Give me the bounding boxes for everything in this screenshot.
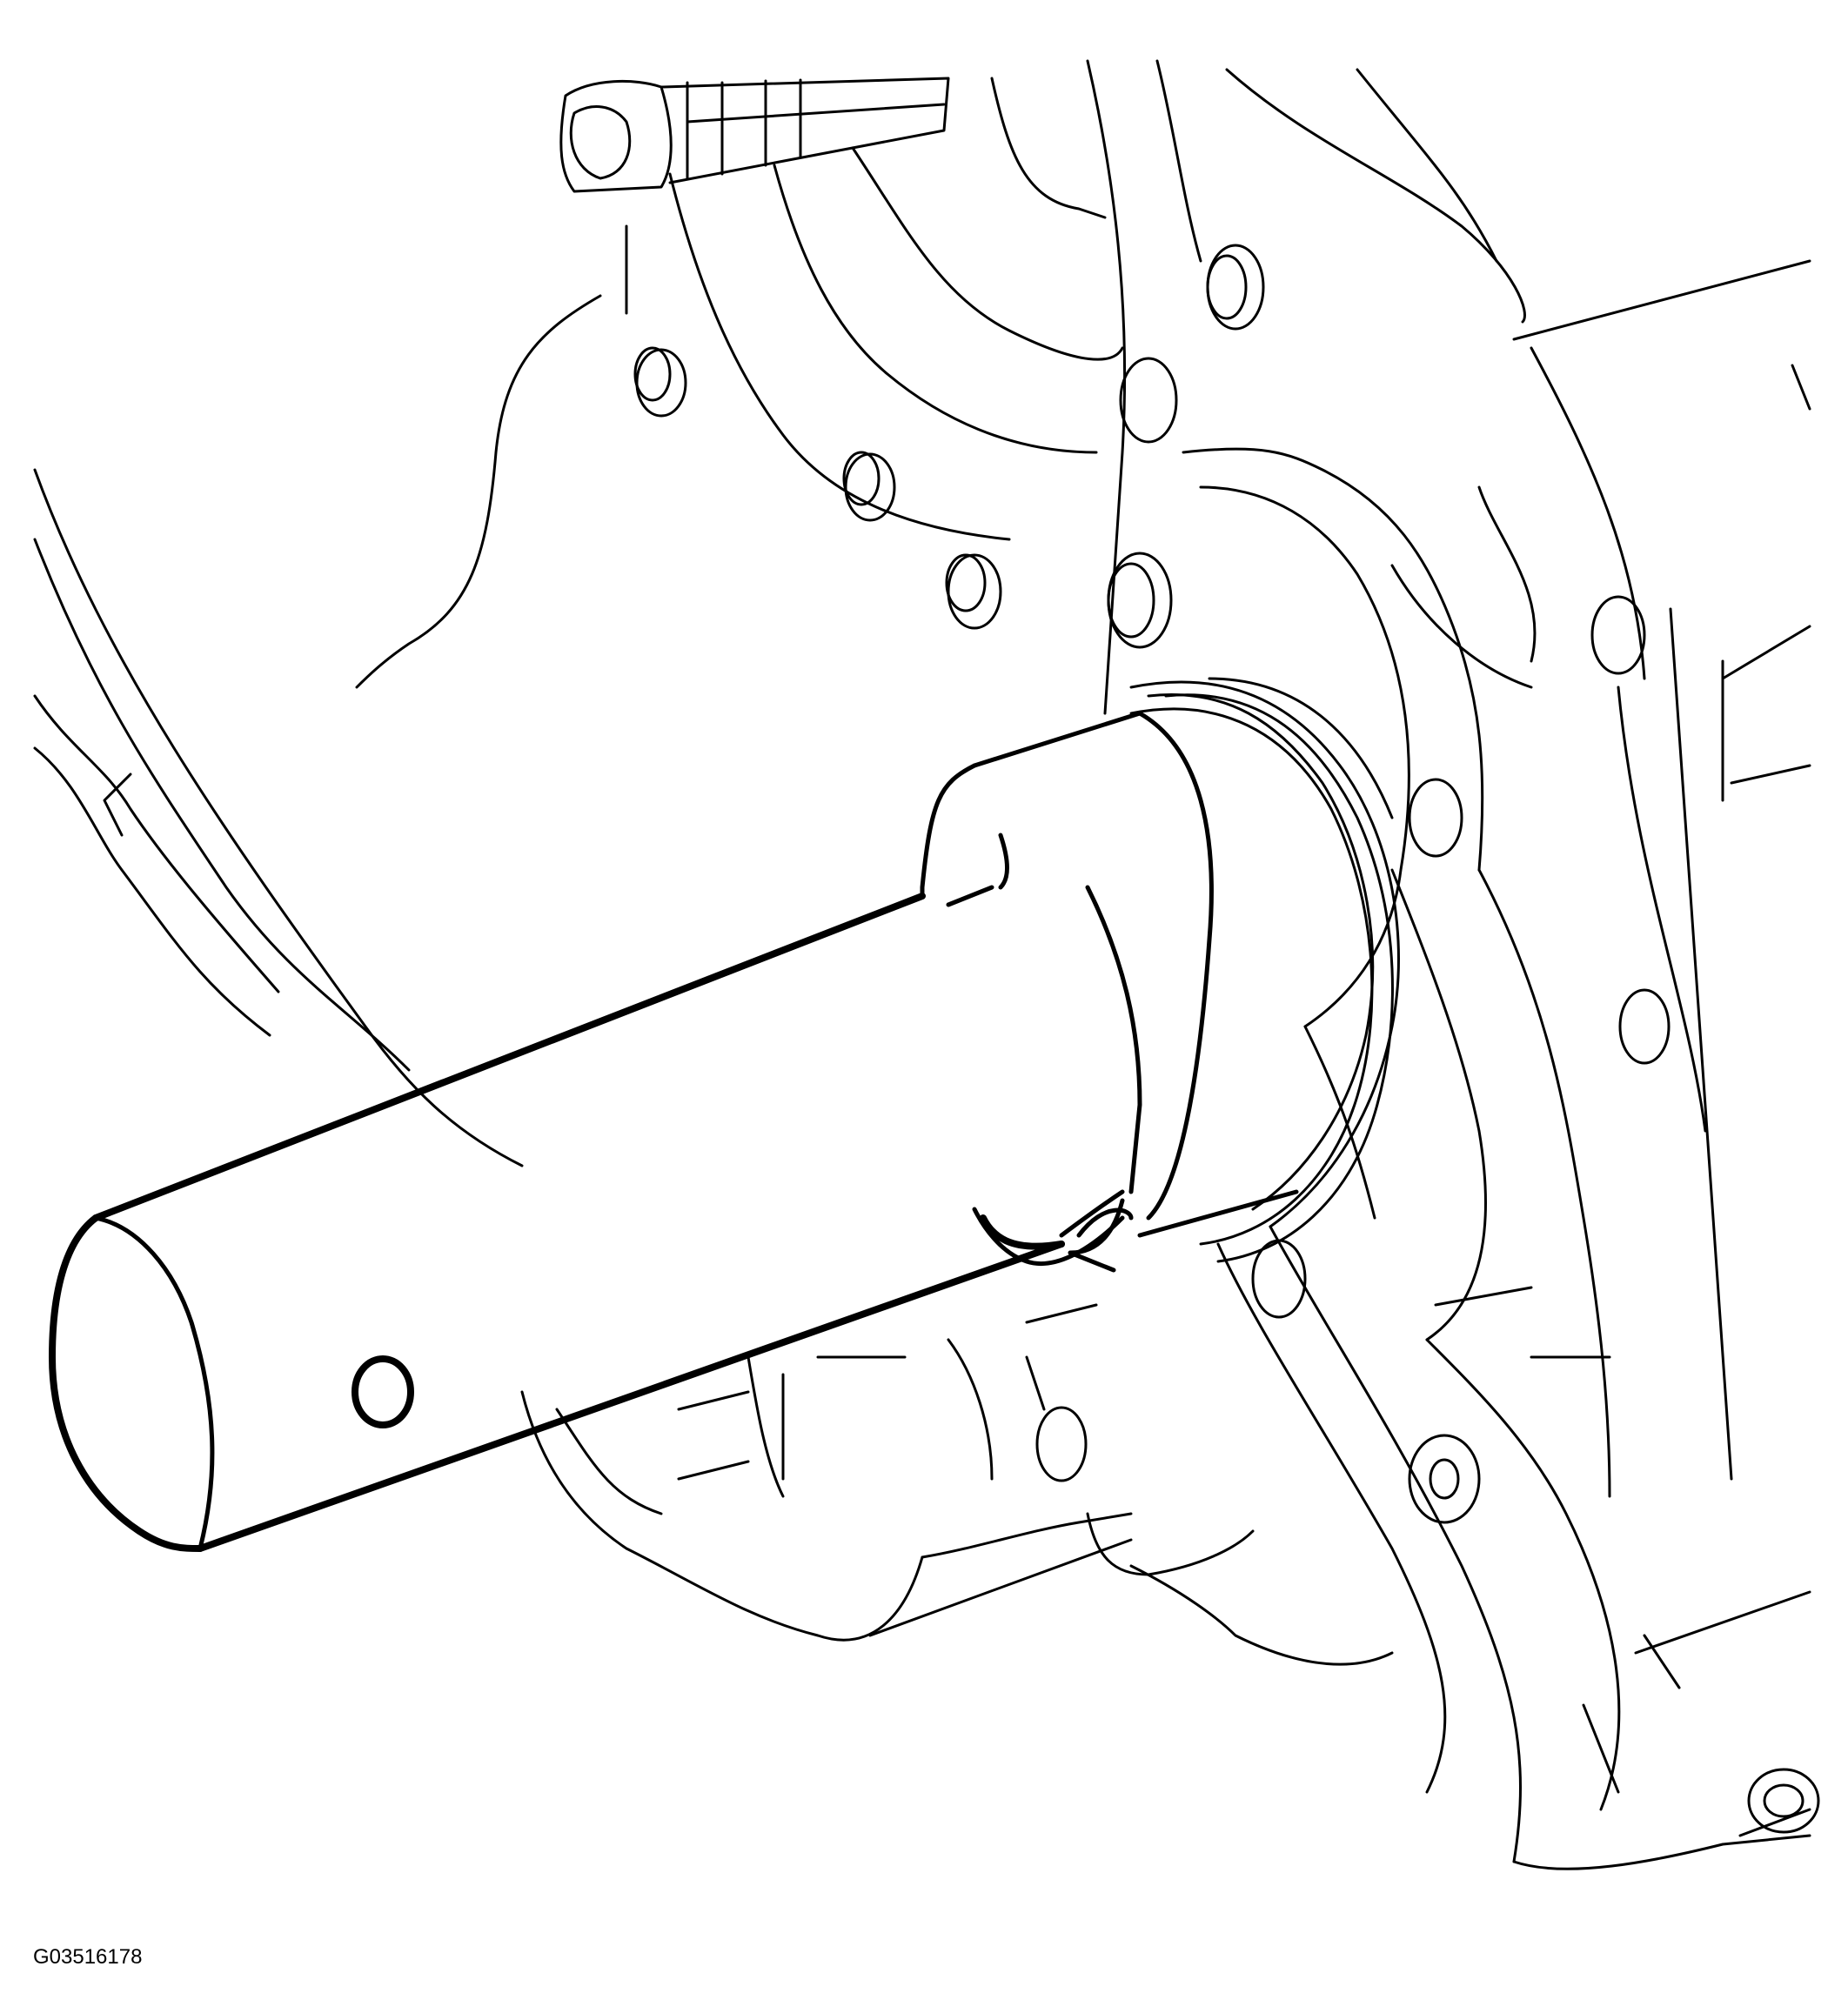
upper-shaft-assembly [559,77,950,193]
figure-id-label: G03516178 [33,1945,143,1969]
removal-tool-sleeve [920,711,1299,1273]
housing-bolts [633,244,1820,1834]
seal-rings [1129,677,1394,1263]
lower-housing [520,1286,1611,1666]
removal-tool-bar [49,893,1065,1552]
left-housing-outline [33,468,524,1167]
housing-body-contours [355,59,1811,1870]
